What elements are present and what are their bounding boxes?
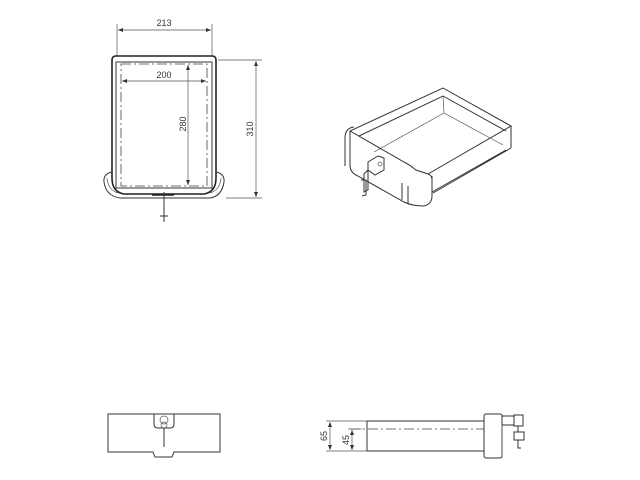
dim-inner-width: 200 — [156, 70, 171, 80]
dim-outer-height: 65 — [319, 431, 329, 441]
isometric-view — [344, 87, 513, 207]
front-view — [107, 413, 221, 458]
side-view: 65 45 — [319, 413, 525, 459]
dim-inner-height: 45 — [341, 435, 351, 445]
dim-outer-depth: 310 — [245, 121, 255, 136]
top-view: 213 200 280 310 — [103, 18, 262, 222]
dim-outer-width: 213 — [156, 18, 171, 28]
dim-inner-depth: 280 — [178, 116, 188, 131]
